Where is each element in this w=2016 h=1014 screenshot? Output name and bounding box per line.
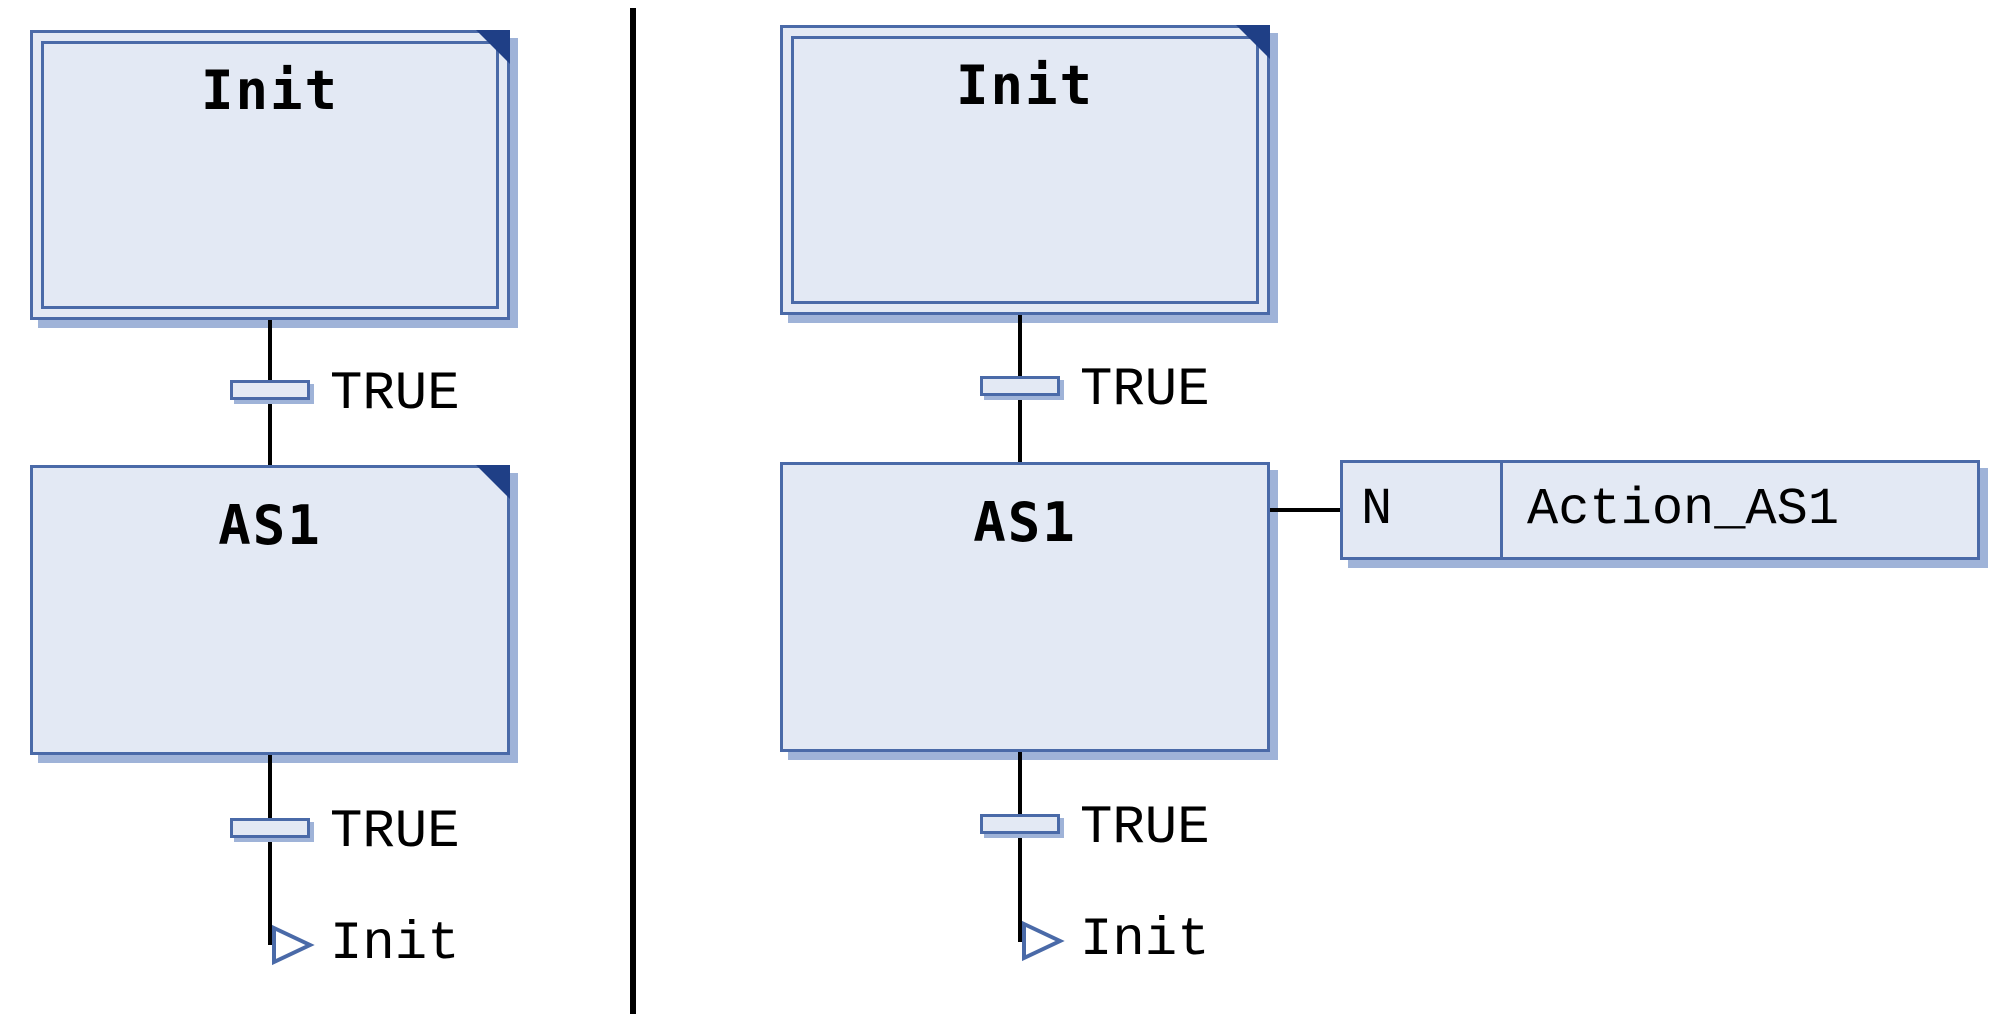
step-name: Init [200,59,340,122]
step-corner-marker [476,30,510,64]
transition-condition[interactable]: TRUE [1080,798,1210,859]
connector-line [1018,752,1022,942]
transition-condition[interactable]: TRUE [330,802,460,863]
step-init-left[interactable]: Init [30,30,510,320]
divider-line [630,8,636,1014]
step-name: AS1 [973,491,1077,554]
step-name: AS1 [218,494,322,557]
step-as1-right[interactable]: AS1 [780,462,1270,752]
action-connector-line [1270,508,1340,512]
jump-target[interactable]: Init [1080,910,1210,971]
action-qualifier[interactable]: N [1343,463,1503,557]
transition-bar[interactable] [230,818,310,838]
step-as1-left[interactable]: AS1 [30,465,510,755]
jump-arrow-icon [1022,920,1065,962]
transition-bar[interactable] [980,814,1060,834]
step-init-right[interactable]: Init [780,25,1270,315]
step-corner-marker [476,465,510,499]
transition-condition[interactable]: TRUE [330,364,460,425]
jump-arrow-icon [272,924,315,966]
transition-condition[interactable]: TRUE [1080,360,1210,421]
connector-line [268,755,272,945]
transition-bar[interactable] [980,376,1060,396]
step-name: Init [955,54,1095,117]
transition-bar[interactable] [230,380,310,400]
step-corner-marker [1236,25,1270,59]
action-association[interactable]: N Action_AS1 [1340,460,1980,560]
jump-target[interactable]: Init [330,914,460,975]
action-name[interactable]: Action_AS1 [1527,480,1840,539]
